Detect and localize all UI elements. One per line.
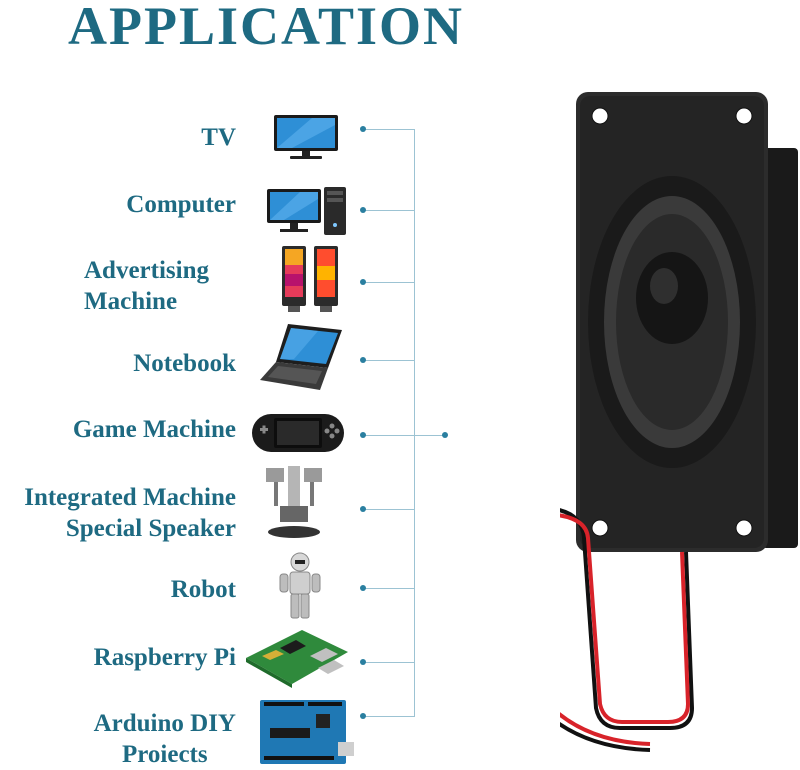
speaker-image — [560, 92, 798, 752]
connector-vertical-line — [414, 129, 415, 716]
label-tv: TV — [201, 124, 236, 151]
computer-icon — [267, 187, 346, 235]
label-advertising-machine: Advertising Machine — [84, 257, 209, 315]
label-arduino: Arduino DIY Proiects — [93, 710, 236, 768]
connector-dot — [360, 432, 366, 438]
connector-line — [363, 662, 415, 663]
connector-dot — [360, 207, 366, 213]
label-notebook: Notebook — [133, 350, 236, 377]
integrated-machine-icon — [266, 466, 322, 538]
raspberry-pi-icon — [246, 630, 348, 688]
label-game-machine: Game Machine — [72, 416, 236, 443]
connector-dot — [360, 126, 366, 132]
connector-dot — [360, 357, 366, 363]
label-computer: Computer — [126, 191, 236, 218]
robot-icon — [279, 552, 321, 619]
page-title: APPLICATION — [68, 0, 465, 56]
connector-line — [363, 210, 415, 211]
connector-dot — [360, 279, 366, 285]
tv-icon — [274, 115, 338, 159]
connector-line — [363, 588, 415, 589]
label-integrated-machine: Integrated Machine Special Speaker — [24, 484, 236, 542]
game-machine-icon — [252, 414, 344, 452]
connector-line — [363, 716, 415, 717]
arduino-board-icon — [260, 700, 354, 764]
connector-dot — [442, 432, 448, 438]
connector-line — [363, 282, 415, 283]
advertising-machine-icon — [282, 246, 338, 312]
connector-line — [363, 509, 415, 510]
label-robot: Robot — [170, 576, 236, 603]
connector-line — [363, 360, 415, 361]
connector-dot — [360, 585, 366, 591]
connector-dot — [360, 506, 366, 512]
connector-dot — [360, 659, 366, 665]
notebook-icon — [260, 324, 342, 390]
connector-line — [363, 129, 415, 130]
connector-dot — [360, 713, 366, 719]
label-raspberry-pi: Raspberry Pi — [93, 644, 236, 671]
connector-line — [363, 435, 445, 436]
